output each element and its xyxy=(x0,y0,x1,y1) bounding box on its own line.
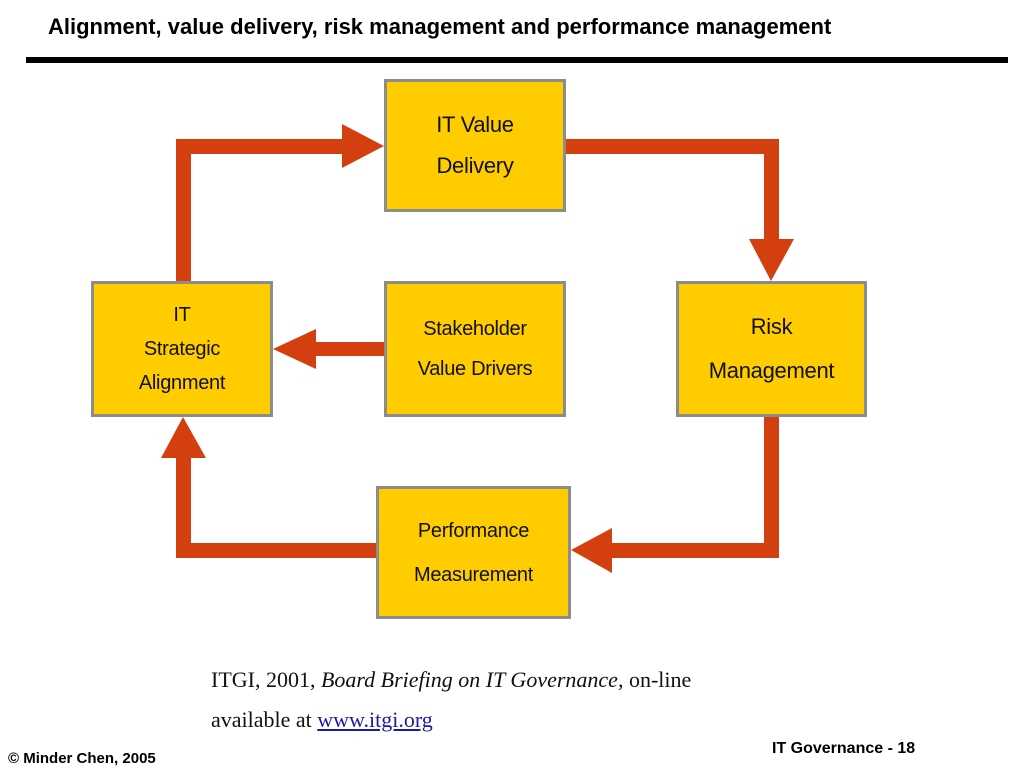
node-it-strategic-alignment: IT Strategic Alignment xyxy=(91,281,273,417)
slide-title: Alignment, value delivery, risk manageme… xyxy=(48,14,832,39)
title-divider xyxy=(26,57,1008,63)
source-citation: ITGI, 2001, Board Briefing on IT Governa… xyxy=(211,660,831,740)
node-label: Management xyxy=(708,358,835,383)
page-number-footer: IT Governance - 18 xyxy=(772,740,916,757)
node-label: Risk xyxy=(750,313,793,339)
node-label: Performance xyxy=(417,519,530,542)
node-it-value-delivery: IT Value Delivery xyxy=(384,79,566,212)
node-label: Delivery xyxy=(436,152,514,178)
node-label: IT Value xyxy=(436,112,514,138)
arrow-alignment-to-value xyxy=(176,124,384,282)
citation-suffix: on-line xyxy=(623,667,692,692)
citation-line-1: ITGI, 2001, Board Briefing on IT Governa… xyxy=(211,660,831,700)
citation-prefix: ITGI, 2001, xyxy=(211,667,321,692)
node-label: Strategic xyxy=(143,338,221,360)
arrow-risk-to-performance xyxy=(571,417,779,573)
node-performance-measurement: Performance Measurement xyxy=(376,486,571,619)
arrow-value-to-risk xyxy=(566,139,794,281)
node-label: IT xyxy=(173,304,191,326)
node-label: Value Drivers xyxy=(417,358,533,380)
node-label: Stakeholder xyxy=(423,318,527,340)
arrow-stakeholder-to-alignment xyxy=(273,329,384,369)
node-risk-management: Risk Management xyxy=(676,281,867,417)
citation-work-title: Board Briefing on IT Governance, xyxy=(320,667,624,692)
node-label: Alignment xyxy=(138,372,226,394)
citation-line-2: available at www.itgi.org xyxy=(211,700,831,740)
copyright-footer: © Minder Chen, 2005 xyxy=(8,750,156,767)
itgi-link[interactable]: www.itgi.org xyxy=(317,707,433,732)
citation-available-text: available at xyxy=(211,707,318,732)
arrow-performance-to-alignment xyxy=(161,417,376,558)
node-stakeholder-value-drivers: Stakeholder Value Drivers xyxy=(384,281,566,417)
node-label: Measurement xyxy=(414,563,533,586)
